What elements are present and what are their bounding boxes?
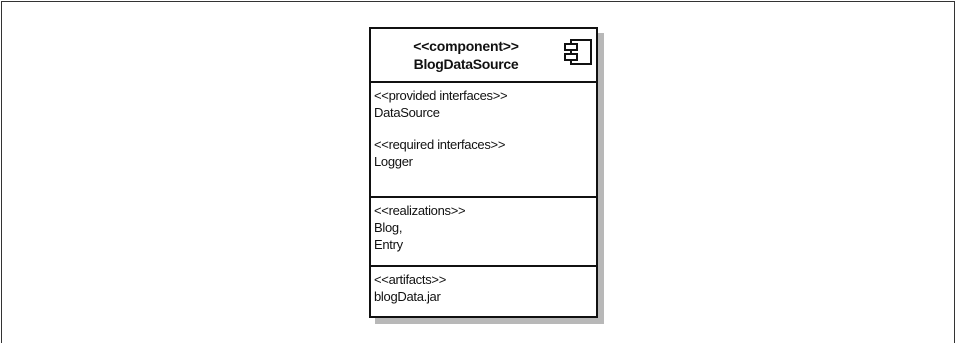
interfaces-compartment: <<provided interfaces>> DataSource <<req… — [371, 83, 596, 198]
required-interfaces-heading: <<required interfaces>> — [374, 137, 506, 152]
component-header: <<component>> BlogDataSource — [371, 29, 596, 83]
realizations-heading: <<realizations>> — [374, 203, 466, 218]
provided-interfaces-heading: <<provided interfaces>> — [374, 88, 508, 103]
component-icon — [564, 39, 592, 65]
uml-component-box: <<component>> BlogDataSource <<provided … — [369, 27, 598, 318]
provided-interface-item: DataSource — [374, 105, 440, 120]
component-name: BlogDataSource — [413, 56, 519, 72]
realization-item: Blog, — [374, 220, 403, 235]
required-interface-item: Logger — [374, 154, 413, 169]
component-stereotype: <<component>> — [413, 38, 519, 54]
compartment-gap — [374, 121, 596, 136]
realizations-compartment: <<realizations>> Blog, Entry — [371, 198, 596, 267]
artifacts-compartment: <<artifacts>> blogData.jar — [371, 267, 596, 316]
artifacts-heading: <<artifacts>> — [374, 272, 446, 287]
realization-item: Entry — [374, 237, 403, 252]
artifact-item: blogData.jar — [374, 289, 441, 304]
